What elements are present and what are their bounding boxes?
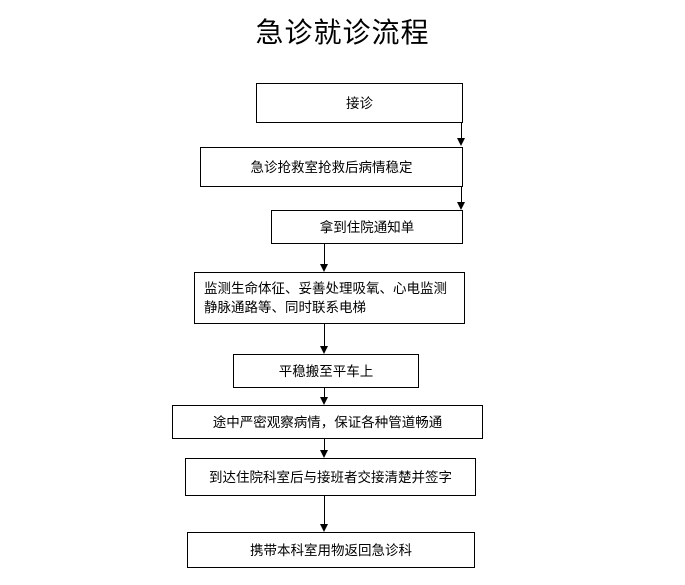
flow-node-label: 接诊 <box>346 95 373 111</box>
flow-node-reception[interactable]: 接诊 <box>256 83 463 123</box>
flow-arrow-6 <box>320 439 328 458</box>
flow-node-label: 携带本科室用物返回急诊科 <box>250 542 412 558</box>
flow-arrow-2 <box>457 187 465 210</box>
flow-node-label: 监测生命体征、妥善处理吸氧、心电监测 静脉通路等、同时联系电梯 <box>204 279 458 317</box>
flow-arrow-7 <box>320 496 328 532</box>
flow-node-emergency-stabilized[interactable]: 急诊抢救室抢救后病情稳定 <box>200 147 463 187</box>
flow-node-label: 拿到住院通知单 <box>319 219 415 235</box>
flow-node-label: 途中严密观察病情，保证各种管道畅通 <box>212 414 443 430</box>
flow-node-label: 平稳搬至平车上 <box>278 363 374 379</box>
flow-node-label-line-1: 监测生命体征、妥善处理吸氧、心电监测 <box>204 281 447 296</box>
flow-node-observe-during-transfer[interactable]: 途中严密观察病情，保证各种管道畅通 <box>172 405 483 439</box>
flow-arrow-5 <box>320 388 328 405</box>
flow-node-transfer-to-trolley[interactable]: 平稳搬至平车上 <box>233 354 419 388</box>
flow-node-monitor-vitals[interactable]: 监测生命体征、妥善处理吸氧、心电监测 静脉通路等、同时联系电梯 <box>194 272 465 324</box>
flow-node-label: 到达住院科室后与接班者交接清楚并签字 <box>209 469 452 485</box>
flow-node-label-line-2: 静脉通路等、同时联系电梯 <box>204 300 366 315</box>
flow-node-handover-signature[interactable]: 到达住院科室后与接班者交接清楚并签字 <box>185 458 476 496</box>
flow-node-return-to-emergency[interactable]: 携带本科室用物返回急诊科 <box>187 532 475 568</box>
flow-arrow-1 <box>457 123 465 146</box>
flow-node-label: 急诊抢救室抢救后病情稳定 <box>250 159 413 175</box>
flow-node-admission-notice[interactable]: 拿到住院通知单 <box>271 210 463 244</box>
flow-arrow-4 <box>320 324 328 354</box>
page-title: 急诊就诊流程 <box>255 18 430 49</box>
flow-arrow-3 <box>320 244 328 272</box>
